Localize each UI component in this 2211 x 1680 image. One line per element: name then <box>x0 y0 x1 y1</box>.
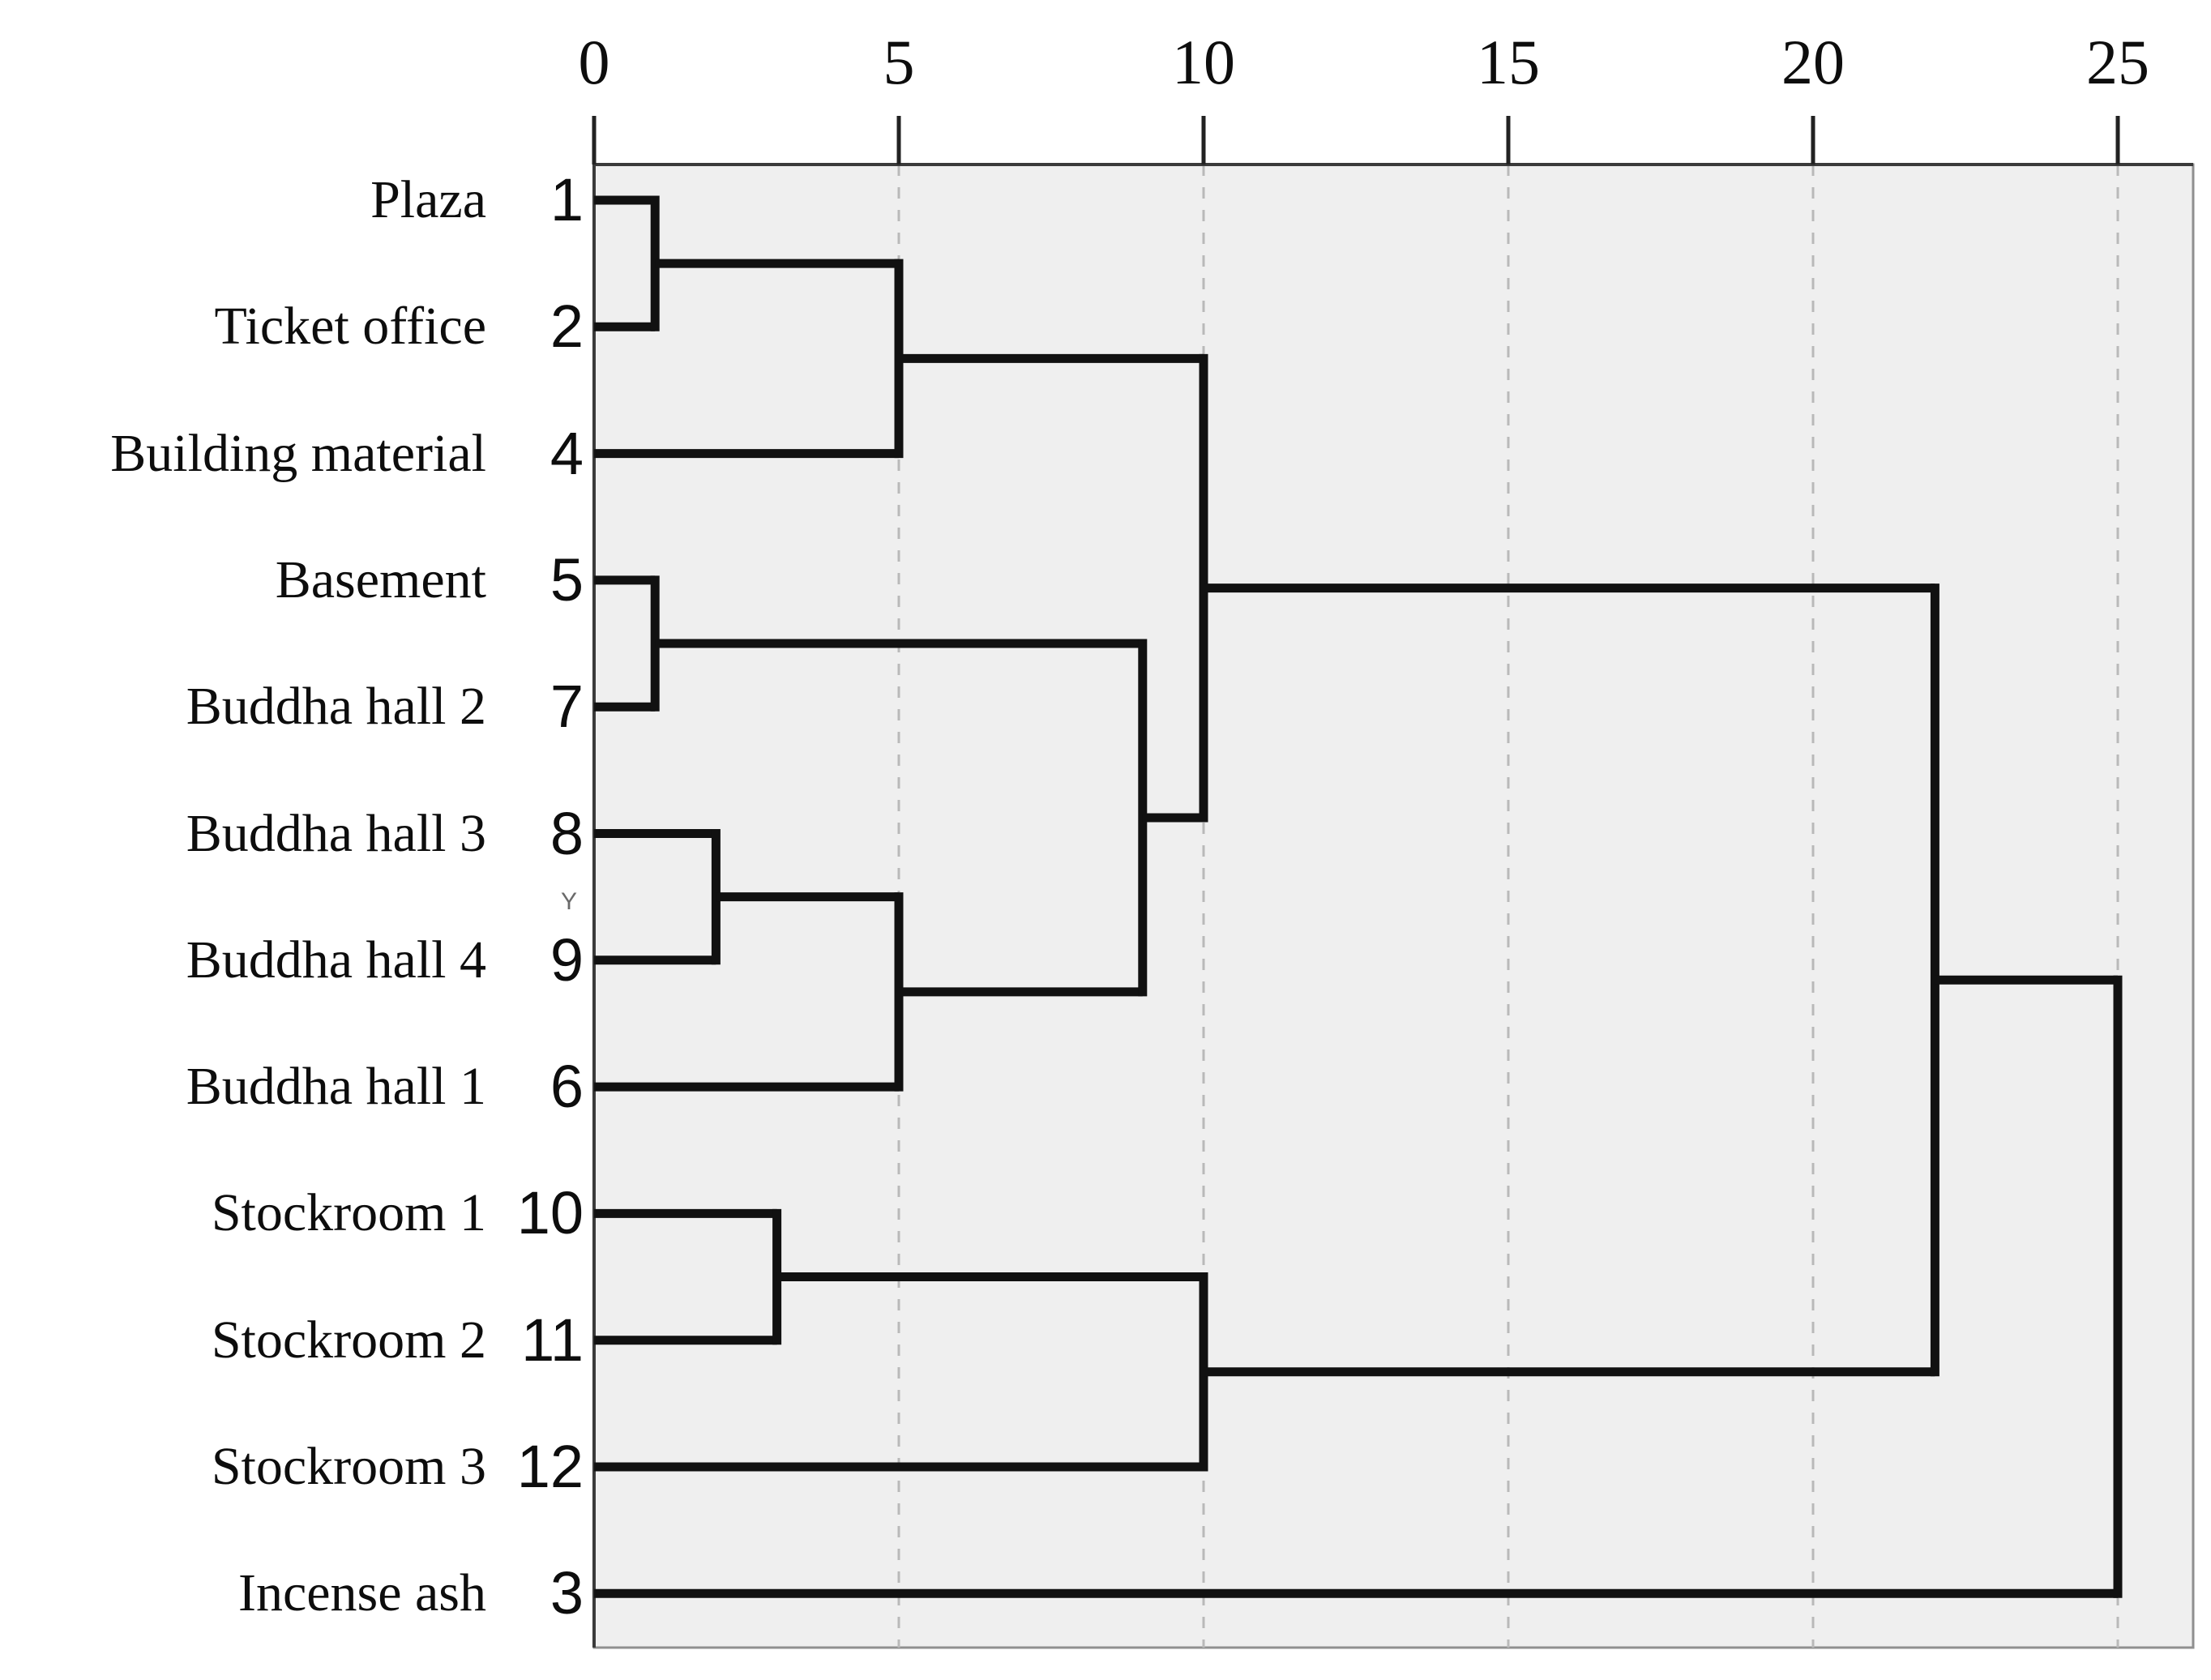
leaf-label-stockroom-1: Stockroom 1 <box>211 1183 486 1243</box>
leaf-label-basement: Basement <box>275 549 486 609</box>
leaf-id-10: 10 <box>516 1179 584 1247</box>
leaf-label-ticket-office: Ticket office <box>214 297 486 357</box>
leaf-id-12: 12 <box>516 1433 584 1500</box>
leaf-label-buddha-hall-4: Buddha hall 4 <box>186 930 486 990</box>
leaf-label-building-material: Building material <box>110 423 486 483</box>
leaf-label-buddha-hall-2: Buddha hall 2 <box>186 677 486 737</box>
x-tick-label-0: 0 <box>578 27 610 97</box>
leaf-label-plaza: Plaza <box>370 170 486 229</box>
leaf-label-incense-ash: Incense ash <box>237 1563 486 1623</box>
x-tick-label-10: 10 <box>1172 27 1235 97</box>
leaf-id-1: 1 <box>550 166 584 233</box>
leaf-label-stockroom-2: Stockroom 2 <box>211 1310 486 1370</box>
leaf-id-4: 4 <box>550 419 584 487</box>
leaf-id-2: 2 <box>550 293 584 361</box>
leaf-id-8: 8 <box>550 799 584 867</box>
leaf-label-buddha-hall-3: Buddha hall 3 <box>186 803 486 863</box>
x-tick-label-15: 15 <box>1477 27 1540 97</box>
leaf-id-9: 9 <box>550 925 584 994</box>
leaf-id-6: 6 <box>550 1053 584 1121</box>
x-tick-label-5: 5 <box>883 27 915 97</box>
plot-area-background <box>592 163 2195 1649</box>
leaf-label-buddha-hall-1: Buddha hall 1 <box>186 1057 486 1117</box>
stray-y-glyph: Y <box>561 888 578 915</box>
x-tick-label-25: 25 <box>2086 27 2149 97</box>
leaf-label-stockroom-3: Stockroom 3 <box>211 1437 486 1496</box>
x-tick-label-20: 20 <box>1781 27 1845 97</box>
leaf-id-7: 7 <box>550 673 584 741</box>
leaf-id-3: 3 <box>550 1559 584 1627</box>
leaf-id-5: 5 <box>550 545 584 613</box>
leaf-id-11: 11 <box>521 1306 584 1374</box>
